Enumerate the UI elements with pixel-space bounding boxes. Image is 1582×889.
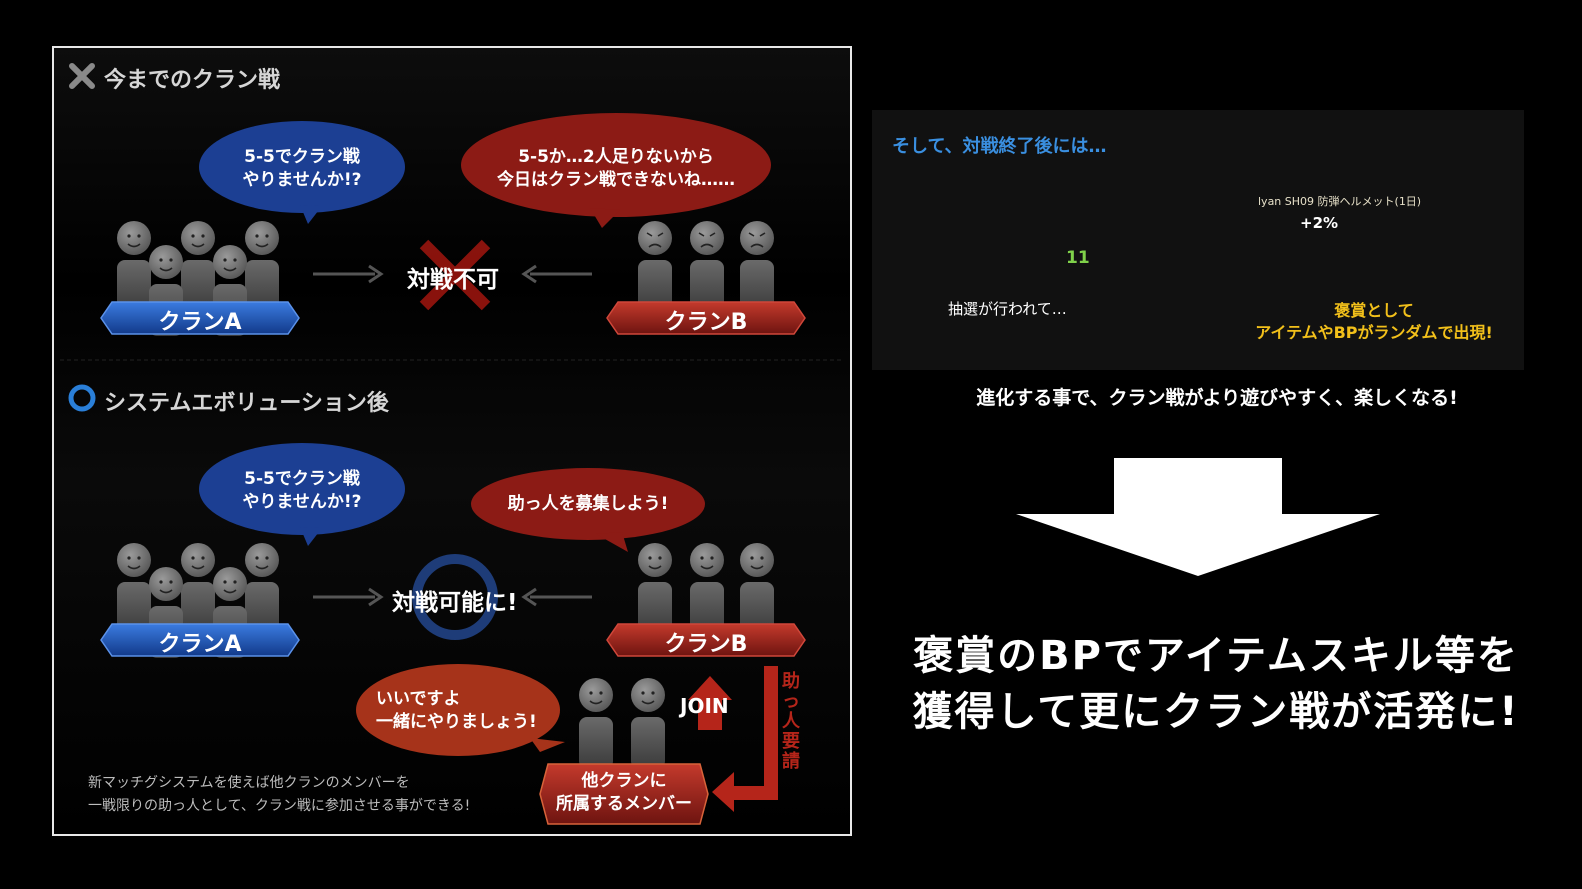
clan-a-plate-after [100,623,300,657]
reward-heading: そして、対戦終了後には… [892,136,1107,157]
after-heading: システムエボリューション後 [104,391,389,416]
speech-bubble-clan-a [199,121,405,224]
system-note: 新マッチグシステムを使えば他クランのメンバーを一戦限りの助っ人として、クラン戦に… [88,775,471,814]
clan-b-members-after [637,542,775,635]
helper-plate [539,763,709,825]
clan-b-label-after: クランB [664,632,748,657]
reward-caption: 褒賞としてアイテムやBPがランダムで出現! [1255,301,1493,342]
bubble-helper-text: いいですよ一緒にやりましょう! [376,689,537,732]
clan-a-label: クランA [158,310,242,335]
down-arrow-icon [1016,458,1380,576]
clan-a-plate [100,301,300,335]
helper-request-arrow [712,666,778,812]
item-name: lyan SH09 防弾ヘルメット(1日) [1258,195,1422,208]
tagline: 進化する事で、クラン戦がより遊びやすく、楽しくなる! [976,387,1458,409]
join-label: JOIN [680,694,729,718]
clan-a-label-after: クランA [158,632,242,657]
clan-b-plate-after [606,623,806,657]
clan-b-members [637,220,775,313]
lottery-caption: 抽選が行われて… [948,300,1067,318]
conclusion-text: 褒賞のBPでアイテムスキル等を獲得して更にクラン戦が活発に! [912,633,1520,735]
bubble-recruit-text: 助っ人を募集しよう! [507,494,669,514]
helper-members [578,677,666,770]
speech-bubble-helper [356,664,565,756]
join-arrow-icon [688,676,732,730]
card-count: 11 [1066,248,1090,268]
match-impossible-text: 対戦不可 [407,267,499,293]
circle-icon [68,384,96,412]
helper-request-label: 助っ人要請 [782,671,800,772]
cross-icon [69,63,95,89]
speech-bubble-clan-b [461,113,771,228]
big-x-icon [419,239,491,311]
match-possible-text: 対戦可能に! [392,590,518,616]
speech-bubble-clan-a-after [199,443,405,546]
item-bonus: +2% [1300,214,1339,232]
bubble-b-text: 5-5か…2人足りないから今日はクラン戦できないね…… [497,147,735,190]
big-o-icon [412,554,498,640]
before-heading: 今までのクラン戦 [104,68,281,93]
clan-b-label: クランB [664,310,748,335]
clan-b-plate [606,301,806,335]
bubble-a-text: 5-5でクラン戦やりませんか!? [242,147,362,190]
reward-panel [872,110,1524,370]
speech-bubble-recruit [471,468,705,552]
helper-label: 他クランに所属するメンバー [556,771,692,814]
bubble-a-after-text: 5-5でクラン戦やりませんか!? [242,469,362,512]
